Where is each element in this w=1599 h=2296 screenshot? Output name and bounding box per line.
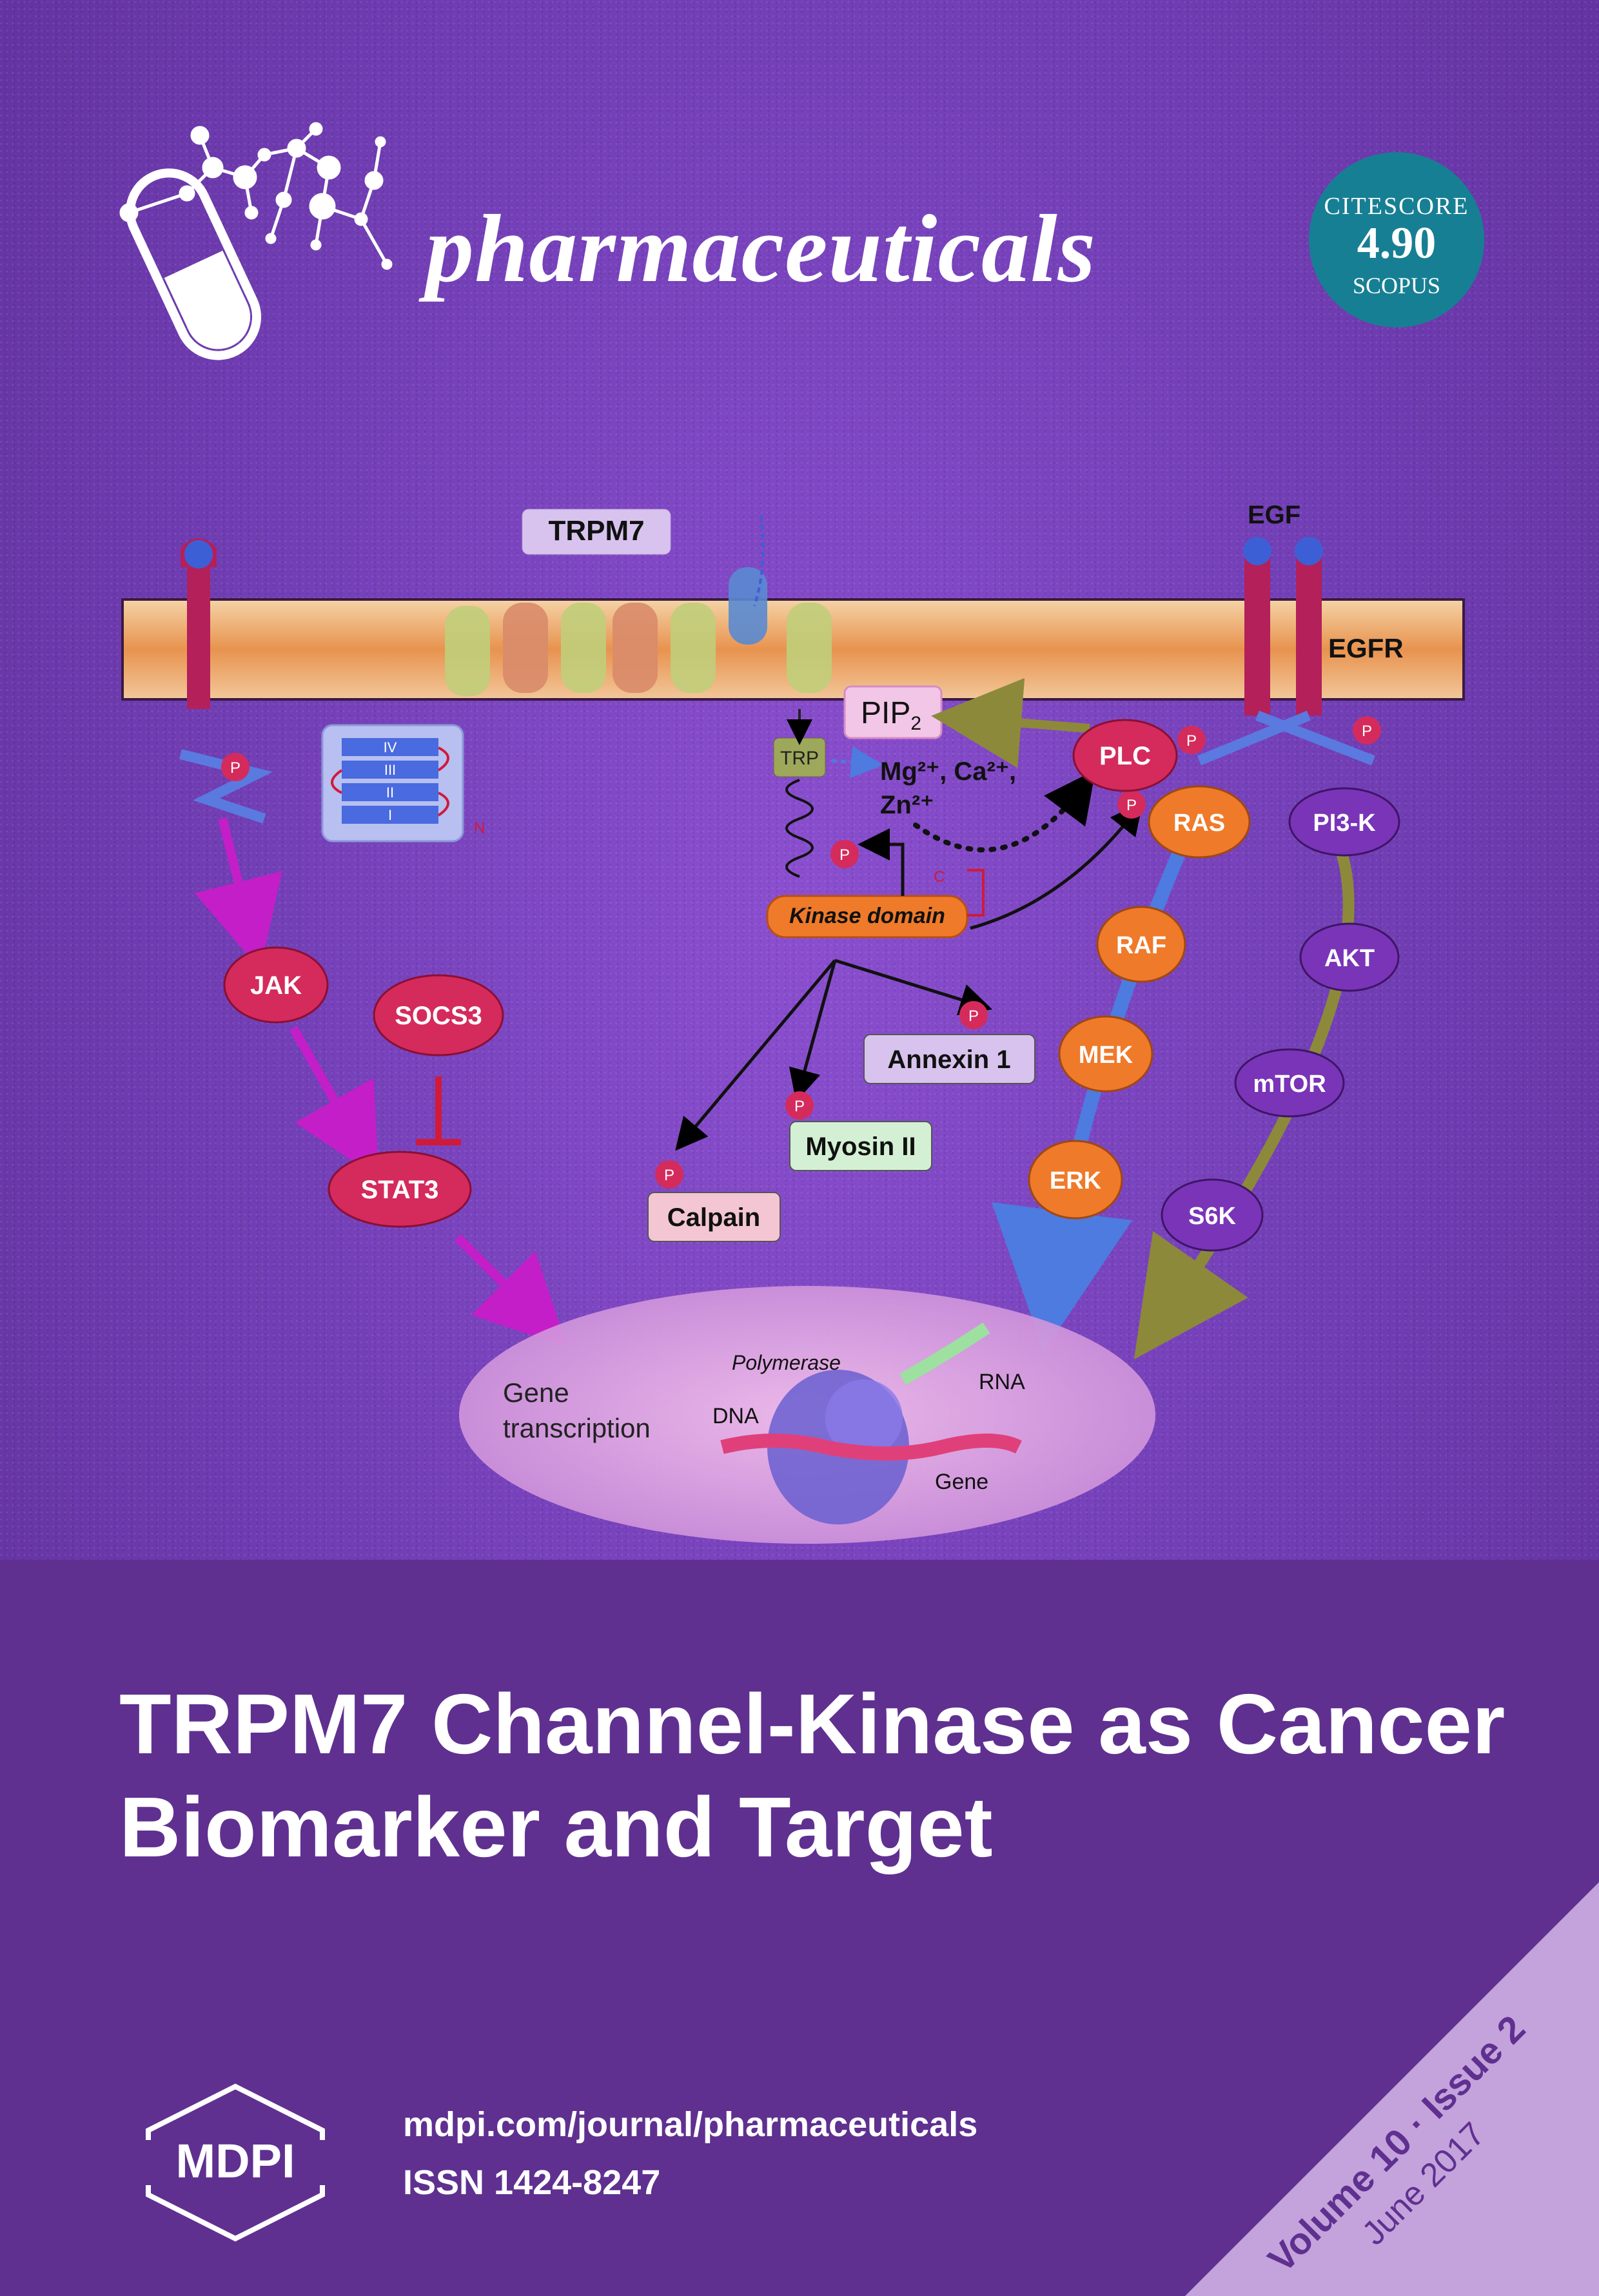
gene-label: Gene <box>935 1470 988 1494</box>
article-title-line1: TRPM7 Channel-Kinase as Cancer <box>119 1677 1506 1771</box>
svg-text:mTOR: mTOR <box>1253 1071 1326 1098</box>
pip2-label: PIP2 <box>861 696 921 734</box>
ions-line1: Mg²⁺, Ca²⁺, <box>880 757 1016 786</box>
ions-line2: Zn²⁺ <box>880 791 934 819</box>
domain-numeral-3: I <box>388 807 392 823</box>
issn: ISSN 1424-8247 <box>403 2163 661 2202</box>
domain-numeral-1: III <box>384 762 396 778</box>
citescore-label: CITESCORE <box>1324 193 1469 220</box>
phospho-label: P <box>230 759 240 777</box>
svg-text:STAT3: STAT3 <box>361 1176 439 1204</box>
article-title: TRPM7 Channel-Kinase as Cancer Biomarker… <box>119 1673 1538 1879</box>
node-mek: MEK <box>1058 1015 1153 1093</box>
mdpi-logo-icon: MDPI <box>135 2083 335 2242</box>
egfr-receptor <box>1197 537 1375 766</box>
trpm7-label: TRPM7 <box>548 515 644 547</box>
domain-numeral-0: IV <box>384 739 397 755</box>
egfr-label: EGFR <box>1328 633 1404 663</box>
citescore-source: SCOPUS <box>1352 273 1441 298</box>
polymerase-complex <box>720 1322 1022 1524</box>
svg-text:RAS: RAS <box>1173 810 1225 837</box>
pill-molecule-logo-icon <box>119 122 393 360</box>
svg-text:ERK: ERK <box>1050 1167 1102 1194</box>
node-ras: RAS <box>1148 785 1251 859</box>
myosin2-label: Myosin II <box>805 1133 916 1161</box>
stat3-arrow <box>289 1026 379 1179</box>
node-erk: ERK <box>1028 1140 1123 1220</box>
svg-text:S6K: S6K <box>1188 1203 1236 1230</box>
egf-label: EGF <box>1248 501 1300 529</box>
svg-text:MEK: MEK <box>1079 1042 1133 1069</box>
phospho-label: P <box>664 1167 674 1184</box>
node-s6k: S6K <box>1161 1178 1264 1252</box>
svg-text:AKT: AKT <box>1324 945 1375 972</box>
volume-corner-banner: Volume 10 · Issue 2 June 2017 <box>1185 1882 1599 2296</box>
trpm7-label-box <box>522 509 671 555</box>
node-akt: AKT <box>1299 922 1400 992</box>
jak-arrow <box>194 817 282 970</box>
trpm7-transmembrane-helices <box>445 515 832 696</box>
socs3-inhibition <box>416 1076 461 1145</box>
svg-text:MDPI: MDPI <box>176 2134 295 2188</box>
node-pi3k: PI3-K <box>1288 787 1400 857</box>
rna-label: RNA <box>979 1370 1025 1394</box>
node-mtor: mTOR <box>1234 1048 1345 1118</box>
node-socs3: SOCS3 <box>373 974 504 1056</box>
gene-transcription-line1: Gene <box>503 1377 569 1408</box>
article-title-line2: Biomarker and Target <box>119 1780 993 1874</box>
voltage-domain-box: IV III II I N <box>321 724 485 842</box>
annexin1-box <box>863 1034 1035 1084</box>
left-receptor <box>179 538 273 824</box>
svg-text:RAF: RAF <box>1116 932 1166 959</box>
phospho-label: P <box>1186 732 1197 750</box>
gene-transcription-line2: transcription <box>503 1413 651 1443</box>
c-terminus-label: C <box>934 868 945 886</box>
domain-numeral-2: II <box>386 784 394 801</box>
node-stat3: STAT3 <box>328 1151 472 1228</box>
phospho-label: P <box>1126 797 1137 814</box>
svg-text:PLC: PLC <box>1099 742 1151 770</box>
node-plc: PLC <box>1072 719 1178 792</box>
phospho-label: P <box>968 1007 979 1025</box>
nucleus-arrow-left <box>455 1234 567 1347</box>
citescore-badge: CITESCORE 4.90 SCOPUS <box>1309 152 1484 327</box>
svg-text:SOCS3: SOCS3 <box>395 1002 482 1030</box>
kinase-domain-label: Kinase domain <box>789 904 945 928</box>
phospho-label: P <box>1362 723 1372 740</box>
kinase-substrate-arrows <box>675 958 993 1151</box>
node-raf: RAF <box>1096 906 1186 983</box>
svg-text:JAK: JAK <box>250 971 302 1000</box>
annexin1-label: Annexin 1 <box>887 1046 1010 1074</box>
journal-title: pharmaceuticals <box>426 195 1097 302</box>
polymerase-label: Polymerase <box>732 1351 841 1374</box>
dna-label: DNA <box>712 1404 759 1428</box>
myosin2-box <box>789 1121 932 1171</box>
trp-label: TRP <box>780 748 819 769</box>
phospho-markers: P P P P P P P P <box>221 716 1381 1189</box>
svg-text:PI3-K: PI3-K <box>1313 810 1376 837</box>
pathway-diagram: EGF EGFR TRPM7 IV III <box>121 501 1465 1544</box>
calpain-box <box>647 1192 781 1242</box>
calpain-label: Calpain <box>667 1203 760 1232</box>
phospho-label: P <box>839 846 850 864</box>
node-jak: JAK <box>223 946 329 1024</box>
citescore-value: 4.90 <box>1357 219 1437 268</box>
n-terminus-label: N <box>474 819 485 837</box>
journal-url[interactable]: mdpi.com/journal/pharmaceuticals <box>403 2105 978 2144</box>
phospho-label: P <box>794 1098 805 1115</box>
